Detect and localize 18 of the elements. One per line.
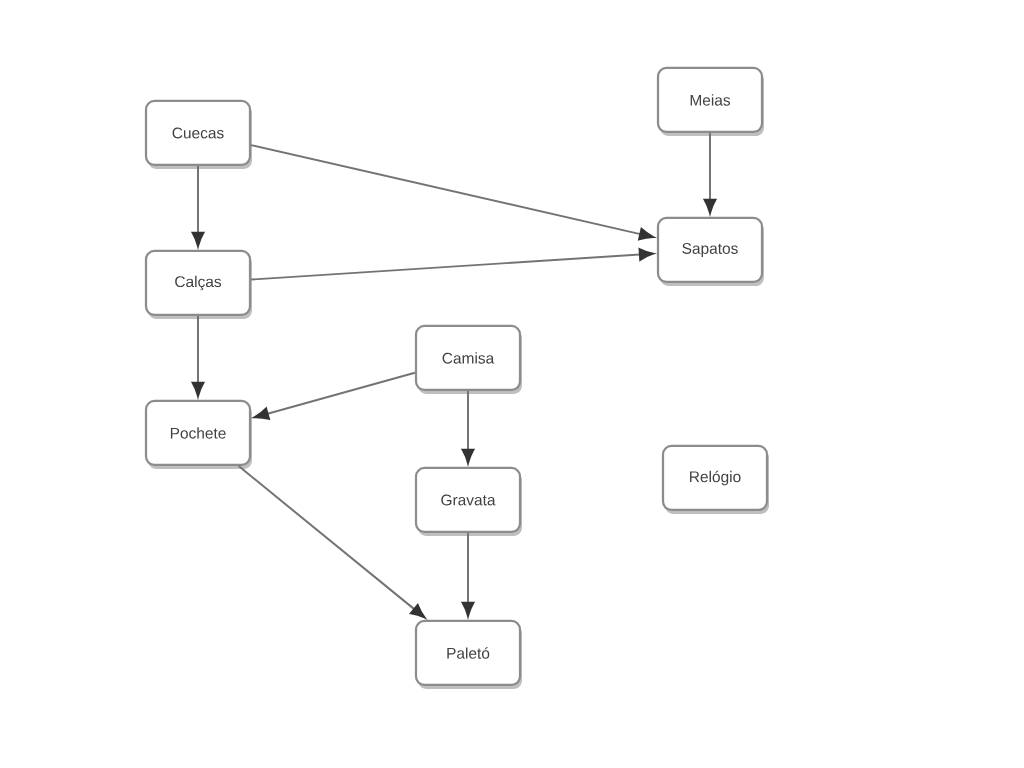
rounded-box: Relógio <box>661 444 769 512</box>
arrow <box>250 248 655 281</box>
rounded-box: Pochete <box>144 399 252 467</box>
arrow <box>253 371 416 420</box>
rounded-box: Sapatos <box>656 216 764 284</box>
arrow <box>237 465 426 619</box>
arrow <box>250 144 655 241</box>
rounded-box: Calças <box>144 249 252 317</box>
arrow <box>191 165 205 248</box>
arrow <box>703 132 717 215</box>
rounded-box: Camisa <box>414 324 522 392</box>
rounded-box: Paletó <box>414 619 522 687</box>
rounded-box: Meias <box>656 66 764 134</box>
rounded-box: Gravata <box>414 466 522 534</box>
arrow <box>461 390 475 465</box>
rounded-box: Cuecas <box>144 99 252 167</box>
arrow <box>461 532 475 618</box>
arrow <box>191 315 205 398</box>
